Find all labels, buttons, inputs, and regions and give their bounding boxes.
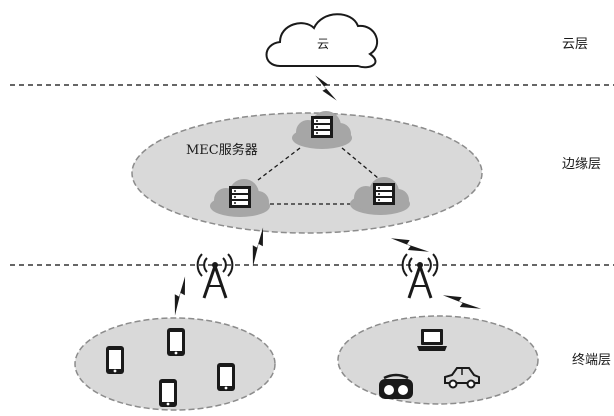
antenna-tower-icon <box>401 252 439 300</box>
vr-headset-icon <box>379 373 413 399</box>
cloud-icon <box>265 13 379 69</box>
lightning-link-icon <box>237 227 279 267</box>
server-link <box>257 147 301 181</box>
lightning-link-icon <box>159 276 201 316</box>
lightning-link-icon <box>315 75 337 101</box>
smartphone-icon <box>217 363 235 391</box>
laptop-icon <box>417 329 447 351</box>
server-link <box>341 147 379 179</box>
layer-label-edge: 边缘层 <box>562 157 601 172</box>
smartphone-icon <box>159 379 177 407</box>
server-icon <box>311 116 333 138</box>
server-icon <box>373 183 395 205</box>
server-icon <box>229 186 251 208</box>
layer-label-terminal: 终端层 <box>572 352 611 368</box>
smartphone-icon <box>167 328 185 356</box>
mec-server-label: MEC服务器 <box>186 142 258 158</box>
antenna-tower-icon <box>196 252 234 300</box>
layer-label-cloud: 云层 <box>562 37 588 52</box>
car-icon <box>444 367 480 389</box>
smartphone-icon <box>106 346 124 374</box>
cloud-label: 云 <box>317 37 329 51</box>
